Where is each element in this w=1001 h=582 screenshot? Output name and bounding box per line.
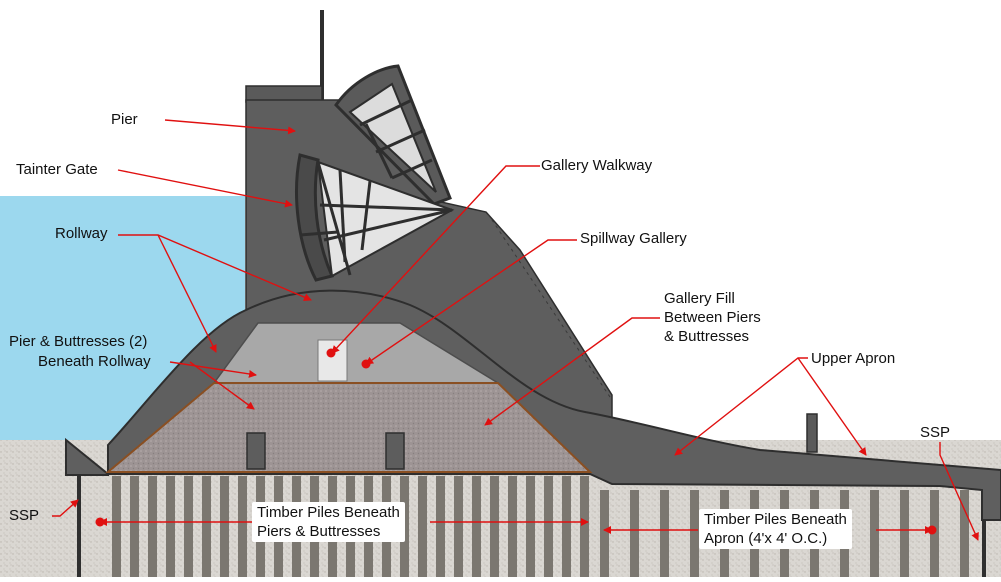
timber-pile — [900, 490, 909, 577]
timber-pile — [202, 476, 211, 577]
timber-pile — [690, 490, 699, 577]
label-pier-buttresses-line2: Beneath Rollway — [38, 353, 151, 370]
dot-spillway-gallery — [361, 359, 371, 369]
timber-pile — [870, 490, 879, 577]
leader-arrows — [52, 119, 979, 541]
arrow-tainter-gate — [117, 169, 293, 208]
timber-pile — [148, 476, 157, 577]
label-timber-piles-apron: Timber Piles Beneath Apron (4'x 4' O.C.) — [699, 509, 852, 549]
timber-pile — [660, 490, 669, 577]
timber-pile — [490, 476, 499, 577]
timber-pile — [436, 476, 445, 577]
arrow-pier-buttress-1 — [169, 361, 257, 378]
arrow-pier — [164, 119, 296, 135]
timber-pile — [220, 476, 229, 577]
tainter-gate-lowered — [295, 153, 455, 282]
label-tainter-gate: Tainter Gate — [16, 161, 98, 178]
gallery-fill — [105, 382, 593, 473]
label-timber-piles-apron-line2: Apron (4'x 4' O.C.) — [704, 530, 828, 547]
timber-pile — [454, 476, 463, 577]
timber-pile — [960, 490, 969, 577]
ssp-right-sheet — [982, 470, 986, 577]
label-gallery-fill-line3: & Buttresses — [664, 328, 750, 345]
timber-pile — [630, 490, 639, 577]
timber-pile — [112, 476, 121, 577]
dot-gallery-walkway — [326, 348, 336, 358]
label-timber-piles-apron-line1: Timber Piles Beneath — [704, 511, 847, 528]
gallery-walkway-opening — [317, 339, 348, 382]
gallery-door-left — [246, 432, 266, 470]
label-ssp-right: SSP — [920, 424, 951, 441]
tainter-gate-raised — [334, 64, 452, 206]
antenna-mast — [320, 10, 324, 102]
arrow-upper-apron-2 — [797, 357, 867, 456]
pier-downstream-hatching — [487, 213, 613, 401]
timber-pile — [130, 476, 139, 577]
timber-pile — [600, 490, 609, 577]
label-pier: Pier — [111, 111, 138, 128]
timber-pile — [544, 476, 553, 577]
timber-pile — [166, 476, 175, 577]
arrow-ssp-right — [939, 442, 979, 541]
label-gallery-fill-line2: Between Piers — [664, 309, 761, 326]
label-timber-piles-piers: Timber Piles Beneath Piers & Buttresses — [252, 502, 405, 542]
label-gallery-fill-line1: Gallery Fill — [664, 290, 735, 307]
timber-pile — [184, 476, 193, 577]
label-rollway: Rollway — [55, 225, 108, 242]
dot-timber-left — [95, 517, 105, 527]
arrow-ssp-left — [52, 499, 79, 517]
timber-pile — [526, 476, 535, 577]
label-gallery-walkway: Gallery Walkway — [541, 157, 653, 174]
dot-timber-right — [927, 525, 937, 535]
arrow-spillway-gallery — [365, 239, 577, 365]
label-upper-apron: Upper Apron — [811, 350, 896, 367]
arrow-pier-buttress-2 — [189, 361, 255, 410]
arrow-rollway-2 — [157, 234, 217, 353]
timber-pile — [562, 476, 571, 577]
arrow-gallery-fill — [484, 317, 660, 426]
timber-pile — [580, 476, 589, 577]
apron-post — [806, 413, 818, 453]
timber-pile — [418, 476, 427, 577]
label-timber-piles-piers-line1: Timber Piles Beneath — [257, 504, 400, 521]
label-pier-buttresses-line1: Pier & Buttresses (2) — [9, 333, 148, 350]
label-spillway-gallery: Spillway Gallery — [580, 230, 687, 247]
arrow-gallery-walkway — [331, 165, 540, 354]
label-timber-piles-piers-line2: Piers & Buttresses — [257, 523, 381, 540]
ssp-left-sheet — [77, 470, 81, 577]
timber-pile — [508, 476, 517, 577]
timber-pile — [238, 476, 247, 577]
label-ssp-left: SSP — [9, 507, 40, 524]
gallery-door-right — [385, 432, 405, 470]
timber-pile — [472, 476, 481, 577]
